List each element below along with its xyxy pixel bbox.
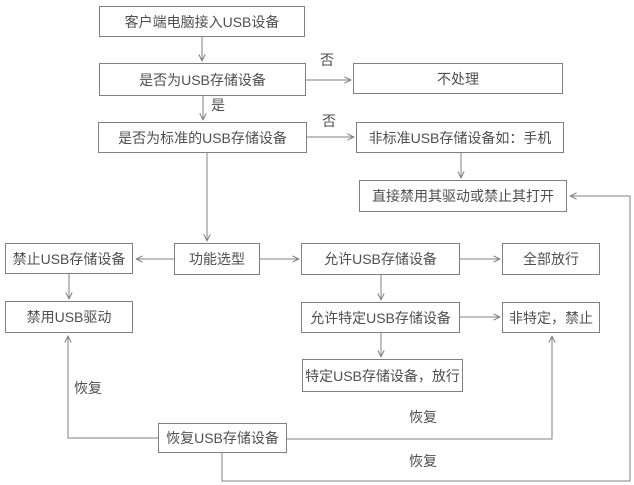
- node-specific-allow: 特定USB存储设备，放行: [302, 359, 463, 392]
- node-restore-usb-storage: 恢复USB存储设备: [158, 423, 287, 453]
- node-client-connect: 客户端电脑接入USB设备: [99, 6, 305, 37]
- edge-label-restore-middle: 恢复: [409, 409, 437, 425]
- edge-label-yes: 是: [211, 97, 225, 113]
- edge-label-no-2: 否: [322, 113, 336, 129]
- edge-label-restore-left: 恢复: [74, 380, 102, 396]
- node-is-usb-storage: 是否为USB存储设备: [99, 63, 306, 96]
- node-allow-usb-storage: 允许USB存储设备: [301, 243, 460, 275]
- node-disable-usb-drive: 禁用USB驱动: [5, 301, 133, 333]
- node-function-select: 功能选型: [174, 243, 260, 275]
- node-no-action: 不处理: [353, 63, 563, 94]
- node-is-standard-usb-storage: 是否为标准的USB存储设备: [98, 122, 307, 153]
- node-allow-specific-usb-storage: 允许特定USB存储设备: [301, 302, 460, 333]
- edge-label-no-1: 否: [320, 52, 334, 68]
- node-non-specific-forbid: 非特定，禁止: [502, 302, 600, 333]
- node-disable-drive-or-block-open: 直接禁用其驱动或禁止其打开: [359, 180, 567, 212]
- node-allow-all: 全部放行: [502, 243, 600, 275]
- node-forbid-usb-storage: 禁止USB存储设备: [5, 243, 133, 274]
- edge-label-restore-bottom: 恢复: [409, 453, 437, 469]
- node-non-standard-device: 非标准USB存储设备如：手机: [356, 122, 564, 153]
